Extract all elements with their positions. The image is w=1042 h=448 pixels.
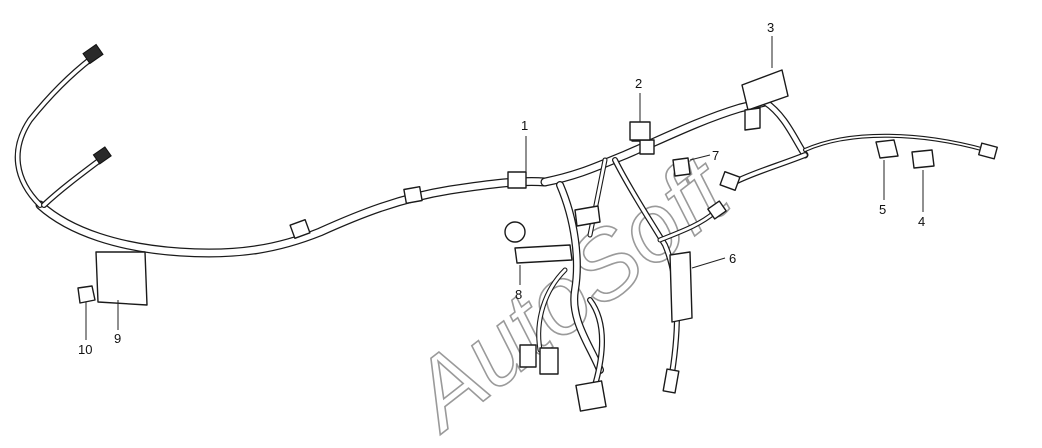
parts — [77, 69, 935, 323]
leader-lines — [85, 36, 924, 340]
callout-3: 3 — [767, 20, 774, 35]
callout-1: 1 — [521, 118, 528, 133]
callout-6: 6 — [729, 251, 736, 266]
connectors — [82, 43, 998, 412]
callout-10: 10 — [78, 342, 92, 357]
callout-9: 9 — [114, 331, 121, 346]
watermark: AutoSoft — [387, 135, 750, 448]
callout-2: 2 — [635, 76, 642, 91]
callout-7: 7 — [712, 148, 719, 163]
callout-labels: 1 2 3 4 5 6 7 8 9 10 — [78, 20, 925, 357]
callout-8: 8 — [515, 287, 522, 302]
callout-4: 4 — [918, 214, 925, 229]
main-harness — [14, 55, 987, 388]
harness-clips — [289, 124, 655, 240]
callout-5: 5 — [879, 202, 886, 217]
